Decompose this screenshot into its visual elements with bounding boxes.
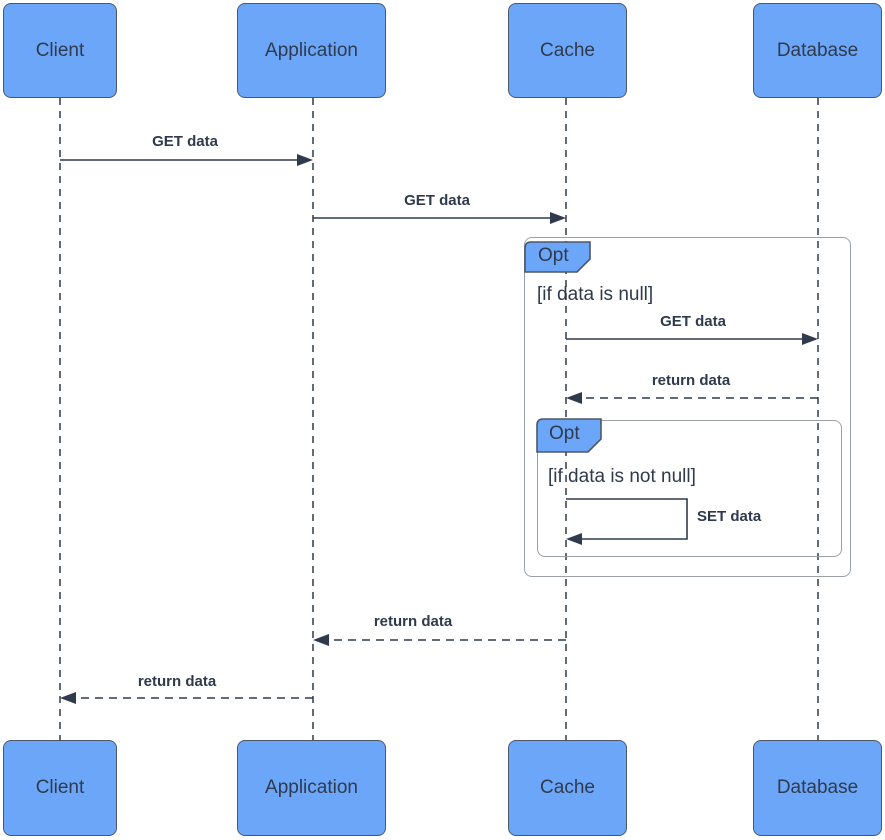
actor-box-client-top[interactable]: Client: [3, 3, 117, 98]
actor-label: Client: [35, 777, 85, 798]
message-arrow-return-data-application-client[interactable]: [60, 692, 313, 704]
actor-box-cache-bottom[interactable]: Cache: [508, 740, 627, 836]
actor-label: Cache: [540, 777, 595, 798]
guard-condition-outer: [if data is null]: [537, 284, 654, 305]
opt-fragment-outer[interactable]: [524, 237, 851, 577]
actor-box-database-top[interactable]: Database: [753, 3, 882, 98]
opt-operator-label-outer: Opt: [538, 245, 569, 266]
message-arrow-return-data-cache-application[interactable]: [313, 634, 566, 646]
message-label-get-data-3: GET data: [660, 313, 726, 330]
message-label-get-data-1: GET data: [152, 133, 218, 150]
actor-box-application-top[interactable]: Application: [237, 3, 386, 98]
actor-box-client-bottom[interactable]: Client: [3, 740, 117, 836]
actor-box-cache-top[interactable]: Cache: [508, 3, 627, 98]
actor-label: Database: [776, 777, 859, 798]
actor-box-application-bottom[interactable]: Application: [237, 740, 386, 836]
actor-label: Application: [265, 39, 358, 61]
message-label-return-data-2: return data: [373, 613, 453, 630]
guard-condition-inner: [if data is not null]: [548, 466, 696, 487]
message-label-return-data-1: return data: [651, 372, 731, 389]
actor-box-database-bottom[interactable]: Database: [753, 740, 882, 836]
actor-label: Cache: [540, 39, 595, 61]
actor-label: Application: [265, 777, 358, 798]
message-arrow-get-data-client-application[interactable]: [60, 154, 313, 166]
message-arrow-get-data-application-cache[interactable]: [313, 212, 566, 224]
actor-label: Client: [35, 39, 85, 61]
actor-label: Database: [776, 39, 859, 61]
message-label-return-data-3: return data: [137, 673, 217, 690]
opt-fragment-inner[interactable]: [537, 420, 842, 557]
message-label-get-data-2: GET data: [404, 192, 470, 209]
message-label-set-data: SET data: [697, 508, 762, 525]
opt-operator-label-inner: Opt: [549, 423, 580, 444]
